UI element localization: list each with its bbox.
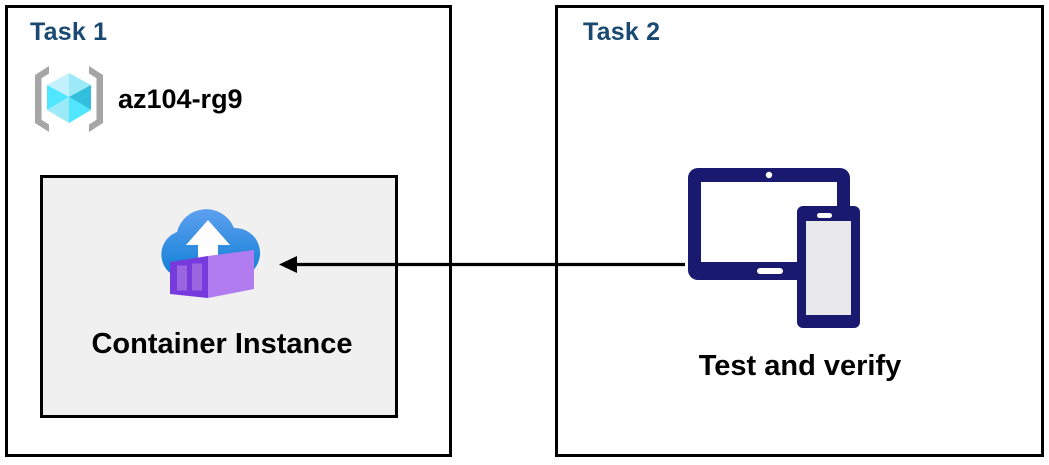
task-2-title: Task 2 [583, 18, 661, 46]
test-devices-icon [688, 168, 860, 328]
task-1-title: Task 1 [30, 18, 108, 46]
resource-group-icon [35, 66, 103, 132]
resource-group-row: az104-rg9 [30, 62, 243, 136]
test-and-verify-label: Test and verify [698, 350, 902, 382]
container-instance-icon [161, 209, 261, 298]
resource-group-label: az104-rg9 [118, 83, 243, 114]
container-instance-label: Container Instance [91, 328, 353, 360]
container-instance-panel: Container Instance [40, 175, 398, 418]
